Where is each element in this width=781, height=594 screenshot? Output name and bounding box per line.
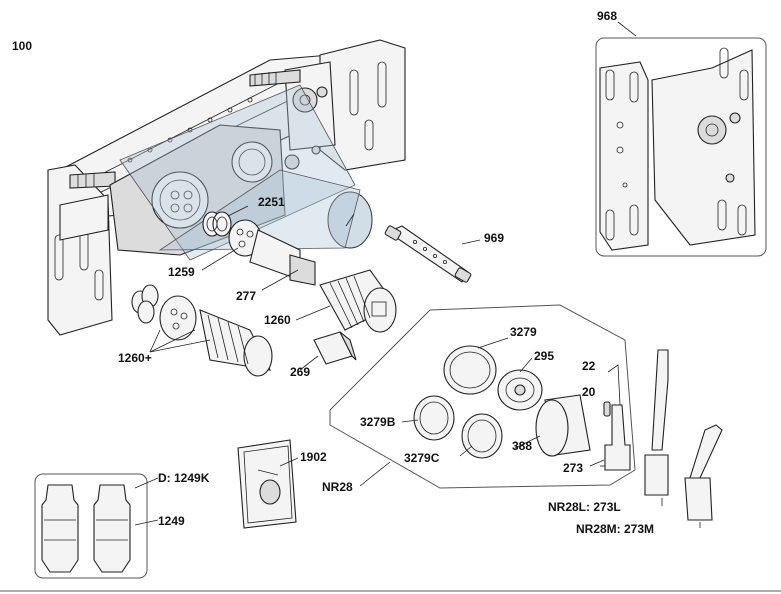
label-3279C: 3279C	[404, 451, 440, 465]
main-assembly-100	[47, 39, 406, 336]
label-273: 273	[563, 461, 583, 475]
cartridge-1259	[228, 219, 316, 286]
check-valves-1249	[34, 473, 159, 579]
label-20: 20	[582, 385, 596, 399]
rings-and-sleeve-1260-plus	[131, 284, 273, 377]
leader-lines	[201, 205, 605, 467]
callout-labels: 100 968 2251 969 1259 277 1260 1260+ 269…	[12, 9, 654, 536]
label-1260-plus: 1260+	[118, 351, 152, 365]
o-rings-2251	[202, 211, 232, 237]
packet-1902	[237, 439, 299, 529]
label-295: 295	[534, 349, 554, 363]
fitting-269	[313, 331, 357, 365]
label-3279B: 3279B	[360, 415, 396, 429]
handle-variants	[644, 349, 723, 528]
threaded-sleeve-1260	[319, 269, 397, 333]
kit-nr28	[329, 304, 636, 489]
label-22: 22	[582, 359, 596, 373]
label-NR28: NR28	[322, 480, 353, 494]
label-2251: 2251	[258, 195, 285, 209]
label-NR28L: NR28L: 273L	[548, 500, 621, 514]
label-3279: 3279	[510, 325, 537, 339]
label-100: 100	[12, 39, 32, 53]
label-277: 277	[236, 289, 256, 303]
label-1249: 1249	[158, 514, 185, 528]
wrench-969	[384, 225, 472, 283]
label-968: 968	[597, 9, 617, 23]
bracket-kit-968	[595, 21, 767, 257]
label-NR28M: NR28M: 273M	[576, 522, 654, 536]
label-1249K: D: 1249K	[158, 471, 210, 485]
label-388: 388	[512, 439, 532, 453]
label-969: 969	[484, 231, 504, 245]
label-1259: 1259	[168, 265, 195, 279]
label-269: 269	[290, 365, 310, 379]
label-1260: 1260	[264, 313, 291, 327]
label-1902: 1902	[300, 450, 327, 464]
